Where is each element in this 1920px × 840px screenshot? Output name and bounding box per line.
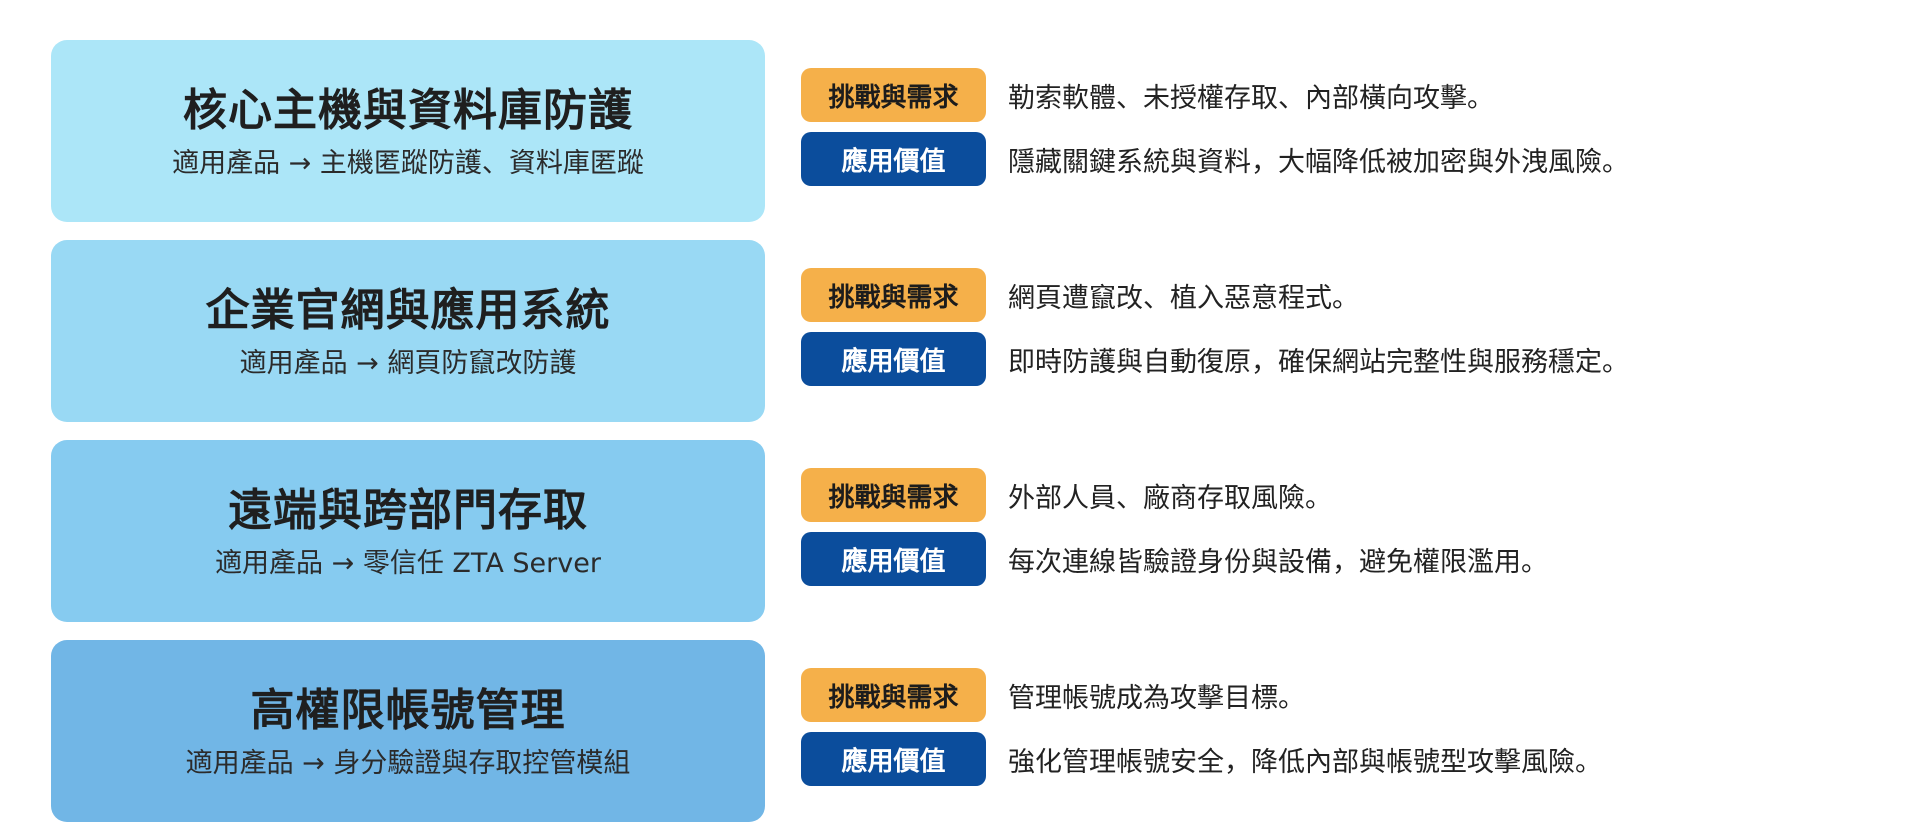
challenge-line: 挑戰與需求 外部人員、廠商存取風險。 [801,468,1851,522]
scenario-row-host-database: 核心主機與資料庫防護 適用產品 → 主機匿蹤防護、資料庫匿蹤 挑戰與需求 勒索軟… [51,40,1851,222]
value-text: 即時防護與自動復原，確保網站完整性與服務穩定。 [1008,346,1629,378]
challenge-badge: 挑戰與需求 [801,68,986,122]
value-badge: 應用價值 [801,132,986,186]
scenario-card: 高權限帳號管理 適用產品 → 身分驗證與存取控管模組 [51,640,765,822]
value-line: 應用價值 每次連線皆驗證身份與設備，避免權限濫用。 [801,532,1851,586]
value-badge: 應用價值 [801,532,986,586]
value-text: 強化管理帳號安全，降低內部與帳號型攻擊風險。 [1008,746,1602,778]
challenge-text: 管理帳號成為攻擊目標。 [1008,682,1305,714]
challenge-line: 挑戰與需求 勒索軟體、未授權存取、內部橫向攻擊。 [801,68,1851,122]
challenge-badge: 挑戰與需求 [801,468,986,522]
scenario-title: 核心主機與資料庫防護 [183,84,633,136]
scenario-title: 遠端與跨部門存取 [228,484,588,536]
scenario-card: 核心主機與資料庫防護 適用產品 → 主機匿蹤防護、資料庫匿蹤 [51,40,765,222]
scenario-card: 遠端與跨部門存取 適用產品 → 零信任 ZTA Server [51,440,765,622]
scenario-products: 適用產品 → 零信任 ZTA Server [215,548,601,580]
scenario-card: 企業官網與應用系統 適用產品 → 網頁防竄改防護 [51,240,765,422]
scenario-products: 適用產品 → 身分驗證與存取控管模組 [185,748,631,780]
value-badge: 應用價值 [801,332,986,386]
challenge-badge: 挑戰與需求 [801,668,986,722]
scenario-row-remote-access: 遠端與跨部門存取 適用產品 → 零信任 ZTA Server 挑戰與需求 外部人… [51,440,1851,622]
challenge-text: 勒索軟體、未授權存取、內部橫向攻擊。 [1008,82,1494,114]
value-badge: 應用價值 [801,732,986,786]
value-text: 每次連線皆驗證身份與設備，避免權限濫用。 [1008,546,1548,578]
value-line: 應用價值 強化管理帳號安全，降低內部與帳號型攻擊風險。 [801,732,1851,786]
scenario-row-privileged-accounts: 高權限帳號管理 適用產品 → 身分驗證與存取控管模組 挑戰與需求 管理帳號成為攻… [51,640,1851,822]
scenario-products: 適用產品 → 主機匿蹤防護、資料庫匿蹤 [172,148,644,180]
challenge-text: 外部人員、廠商存取風險。 [1008,482,1332,514]
value-text: 隱藏關鍵系統與資料，大幅降低被加密與外洩風險。 [1008,146,1629,178]
scenario-products: 適用產品 → 網頁防竄改防護 [239,348,577,380]
challenge-line: 挑戰與需求 網頁遭竄改、植入惡意程式。 [801,268,1851,322]
challenge-line: 挑戰與需求 管理帳號成為攻擊目標。 [801,668,1851,722]
challenge-badge: 挑戰與需求 [801,268,986,322]
scenario-title: 企業官網與應用系統 [205,284,611,336]
value-line: 應用價值 隱藏關鍵系統與資料，大幅降低被加密與外洩風險。 [801,132,1851,186]
scenario-row-website: 企業官網與應用系統 適用產品 → 網頁防竄改防護 挑戰與需求 網頁遭竄改、植入惡… [51,240,1851,422]
scenario-list: 核心主機與資料庫防護 適用產品 → 主機匿蹤防護、資料庫匿蹤 挑戰與需求 勒索軟… [51,40,1851,840]
challenge-text: 網頁遭竄改、植入惡意程式。 [1008,282,1359,314]
scenario-title: 高權限帳號管理 [250,684,566,736]
value-line: 應用價值 即時防護與自動復原，確保網站完整性與服務穩定。 [801,332,1851,386]
